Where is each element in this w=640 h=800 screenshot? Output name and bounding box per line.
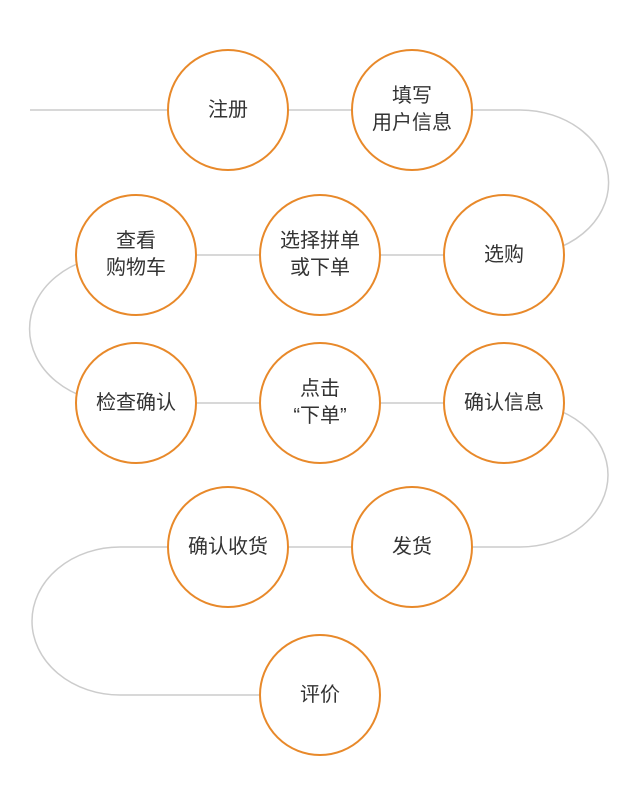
step-label: 注册 [208, 98, 248, 121]
step-view-cart: 查看 购物车 [75, 194, 197, 316]
step-label: 填写 [392, 85, 432, 107]
step-label: 确认收货 [188, 535, 268, 558]
step-check-confirm: 检查确认 [75, 342, 197, 464]
step-click-order: 点击 “下单” [259, 342, 381, 464]
step-label: 选择拼单 [280, 230, 360, 252]
step-label: 确认信息 [464, 391, 544, 414]
step-label: 用户信息 [372, 112, 452, 134]
step-label: “下单” [293, 405, 347, 427]
step-label: 或下单 [290, 257, 350, 279]
step-confirm-receipt: 确认收货 [167, 486, 289, 608]
step-label: 检查确认 [96, 391, 176, 414]
step-register: 注册 [167, 49, 289, 171]
step-choose-group-or-order: 选择拼单 或下单 [259, 194, 381, 316]
step-review: 评价 [259, 634, 381, 756]
step-label: 发货 [392, 535, 432, 558]
step-ship: 发货 [351, 486, 473, 608]
step-label: 点击 [300, 378, 340, 400]
step-label: 评价 [300, 683, 340, 706]
step-label: 选购 [484, 243, 524, 266]
step-label: 查看 [116, 230, 156, 252]
step-confirm-info: 确认信息 [443, 342, 565, 464]
step-fill-user-info: 填写 用户信息 [351, 49, 473, 171]
step-label: 购物车 [106, 257, 166, 279]
step-browse-buy: 选购 [443, 194, 565, 316]
